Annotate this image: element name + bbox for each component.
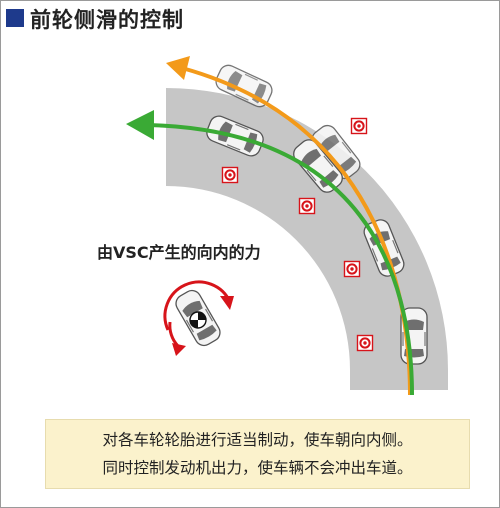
title-marker bbox=[6, 9, 24, 27]
vsc-force-label: 由VSC产生的向内的力 bbox=[97, 243, 261, 262]
center-of-gravity-icon bbox=[189, 311, 207, 329]
brake-indicator-4 bbox=[343, 260, 361, 278]
brake-indicator-5 bbox=[356, 334, 374, 352]
corrected-path bbox=[147, 123, 414, 396]
curved-road bbox=[166, 88, 448, 390]
explanation-line-1: 对各车轮轮胎进行适当制动，使车朝向内侧。 bbox=[102, 431, 413, 449]
corrected-arrowhead bbox=[126, 110, 154, 140]
explanation-line-2: 同时控制发动机出力，使车辆不会冲出车道。 bbox=[102, 459, 413, 477]
figure-title: 前轮侧滑的控制 bbox=[30, 8, 184, 32]
brake-indicator-3 bbox=[298, 197, 316, 215]
explanation-box: 对各车轮轮胎进行适当制动，使车朝向内侧。 同时控制发动机出力，使车辆不会冲出车道… bbox=[45, 419, 470, 489]
brake-indicator-2 bbox=[221, 166, 239, 184]
understeer-arrowhead bbox=[166, 56, 190, 80]
inward-force-arrow bbox=[163, 280, 234, 356]
brake-indicator-1 bbox=[350, 117, 368, 135]
